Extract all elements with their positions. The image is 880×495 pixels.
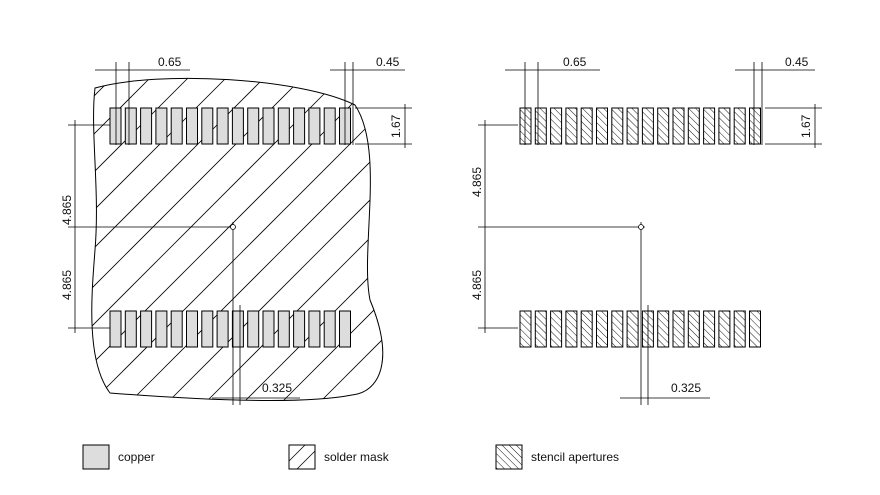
copper-pad-bottom-9: [231, 310, 244, 348]
stencil-pad-bottom-5: [580, 310, 593, 348]
stencil-pad-bottom-3: [550, 310, 563, 348]
stencil-pad-bottom-14: [718, 310, 731, 348]
stencil-pad-top-11: [672, 107, 685, 145]
copper-pad-bottom-2: [124, 310, 137, 348]
left-bottom-pad-row: [109, 310, 351, 348]
legend-copper-swatch: [82, 444, 110, 470]
copper-pad-bottom-7: [201, 310, 214, 348]
stencil-pad-bottom-8: [626, 310, 639, 348]
stencil-pad-top-2: [534, 107, 547, 145]
left-dimension-lines: [68, 62, 412, 405]
legend-solder-mask-swatch: [288, 444, 316, 470]
copper-pad-top-9: [231, 107, 244, 145]
stencil-pad-bottom-6: [596, 310, 608, 348]
copper-pad-bottom-3: [140, 310, 153, 348]
stencil-pad-bottom-16: [749, 310, 761, 348]
stencil-pad-top-6: [596, 107, 608, 145]
right-bottom-pad-row: [519, 310, 761, 348]
stencil-pad-bottom-7: [611, 310, 624, 348]
right-pitch-label: 0.65: [563, 55, 587, 69]
legend-copper-label: copper: [118, 450, 155, 464]
copper-pad-bottom-8: [216, 310, 229, 348]
copper-pad-bottom-1: [109, 310, 122, 348]
stencil-pad-bottom-2: [534, 310, 547, 348]
copper-pad-bottom-12: [277, 310, 290, 348]
stencil-pad-top-16: [749, 107, 761, 145]
left-row-lower-label: 4.865: [60, 270, 74, 300]
copper-pad-bottom-5: [170, 310, 183, 348]
right-top-pad-row: [519, 107, 761, 145]
stencil-pad-bottom-15: [733, 310, 746, 348]
stencil-pad-bottom-4: [565, 310, 578, 348]
right-dimension-lines: [478, 62, 822, 405]
stencil-pad-bottom-12: [687, 310, 700, 348]
left-top-pad-row: [109, 107, 351, 145]
legend-solder-mask-label: solder mask: [324, 450, 390, 464]
copper-pad-top-14: [308, 107, 321, 145]
copper-pad-top-4: [155, 107, 168, 145]
copper-pad-top-1: [109, 107, 122, 145]
copper-pad-bottom-6: [186, 310, 198, 348]
stencil-pad-bottom-11: [672, 310, 685, 348]
left-pad-height-label: 1.67: [389, 114, 403, 138]
copper-pad-bottom-10: [247, 310, 260, 348]
left-pitch-label: 0.65: [158, 55, 182, 69]
stencil-pad-top-1: [519, 107, 532, 145]
copper-pad-bottom-15: [323, 310, 336, 348]
stencil-pad-top-3: [550, 107, 563, 145]
left-offset-label: 0.325: [262, 381, 292, 395]
stencil-pad-top-9: [641, 107, 654, 145]
stencil-pad-top-10: [657, 107, 670, 145]
copper-pad-top-15: [323, 107, 336, 145]
right-pad-width-label: 0.45: [785, 55, 809, 69]
left-pad-width-label: 0.45: [376, 55, 400, 69]
copper-pad-top-8: [216, 107, 229, 145]
right-pad-height-label: 1.67: [799, 114, 813, 138]
copper-pad-top-11: [262, 107, 275, 145]
stencil-pad-top-5: [580, 107, 593, 145]
copper-pad-bottom-14: [308, 310, 321, 348]
copper-pad-bottom-13: [293, 310, 306, 348]
copper-pad-top-12: [277, 107, 290, 145]
legend-stencil-swatch: [495, 444, 523, 470]
copper-pad-top-10: [247, 107, 260, 145]
stencil-pad-bottom-1: [519, 310, 532, 348]
solder-mask-hatch: [91, 78, 383, 401]
copper-pad-top-3: [140, 107, 153, 145]
copper-pad-bottom-11: [262, 310, 275, 348]
copper-pad-top-2: [124, 107, 137, 145]
right-offset-label: 0.325: [671, 381, 701, 395]
stencil-pad-top-12: [687, 107, 700, 145]
stencil-pad-bottom-13: [703, 310, 716, 348]
stencil-pad-top-15: [733, 107, 746, 145]
stencil-pad-top-8: [626, 107, 639, 145]
stencil-pad-bottom-10: [657, 310, 670, 348]
legend-stencil-label: stencil apertures: [531, 450, 619, 464]
stencil-pad-top-4: [565, 107, 578, 145]
stencil-pad-top-7: [611, 107, 624, 145]
stencil-pad-top-14: [718, 107, 731, 145]
copper-pad-bottom-16: [339, 310, 351, 348]
copper-pad-top-7: [201, 107, 214, 145]
left-row-upper-label: 4.865: [60, 195, 74, 225]
right-row-lower-label: 4.865: [470, 270, 484, 300]
copper-pad-bottom-4: [155, 310, 168, 348]
stencil-pad-top-13: [703, 107, 716, 145]
right-row-upper-label: 4.865: [470, 167, 484, 197]
copper-pad-top-13: [293, 107, 306, 145]
copper-pad-top-6: [186, 107, 198, 145]
copper-pad-top-5: [170, 107, 183, 145]
